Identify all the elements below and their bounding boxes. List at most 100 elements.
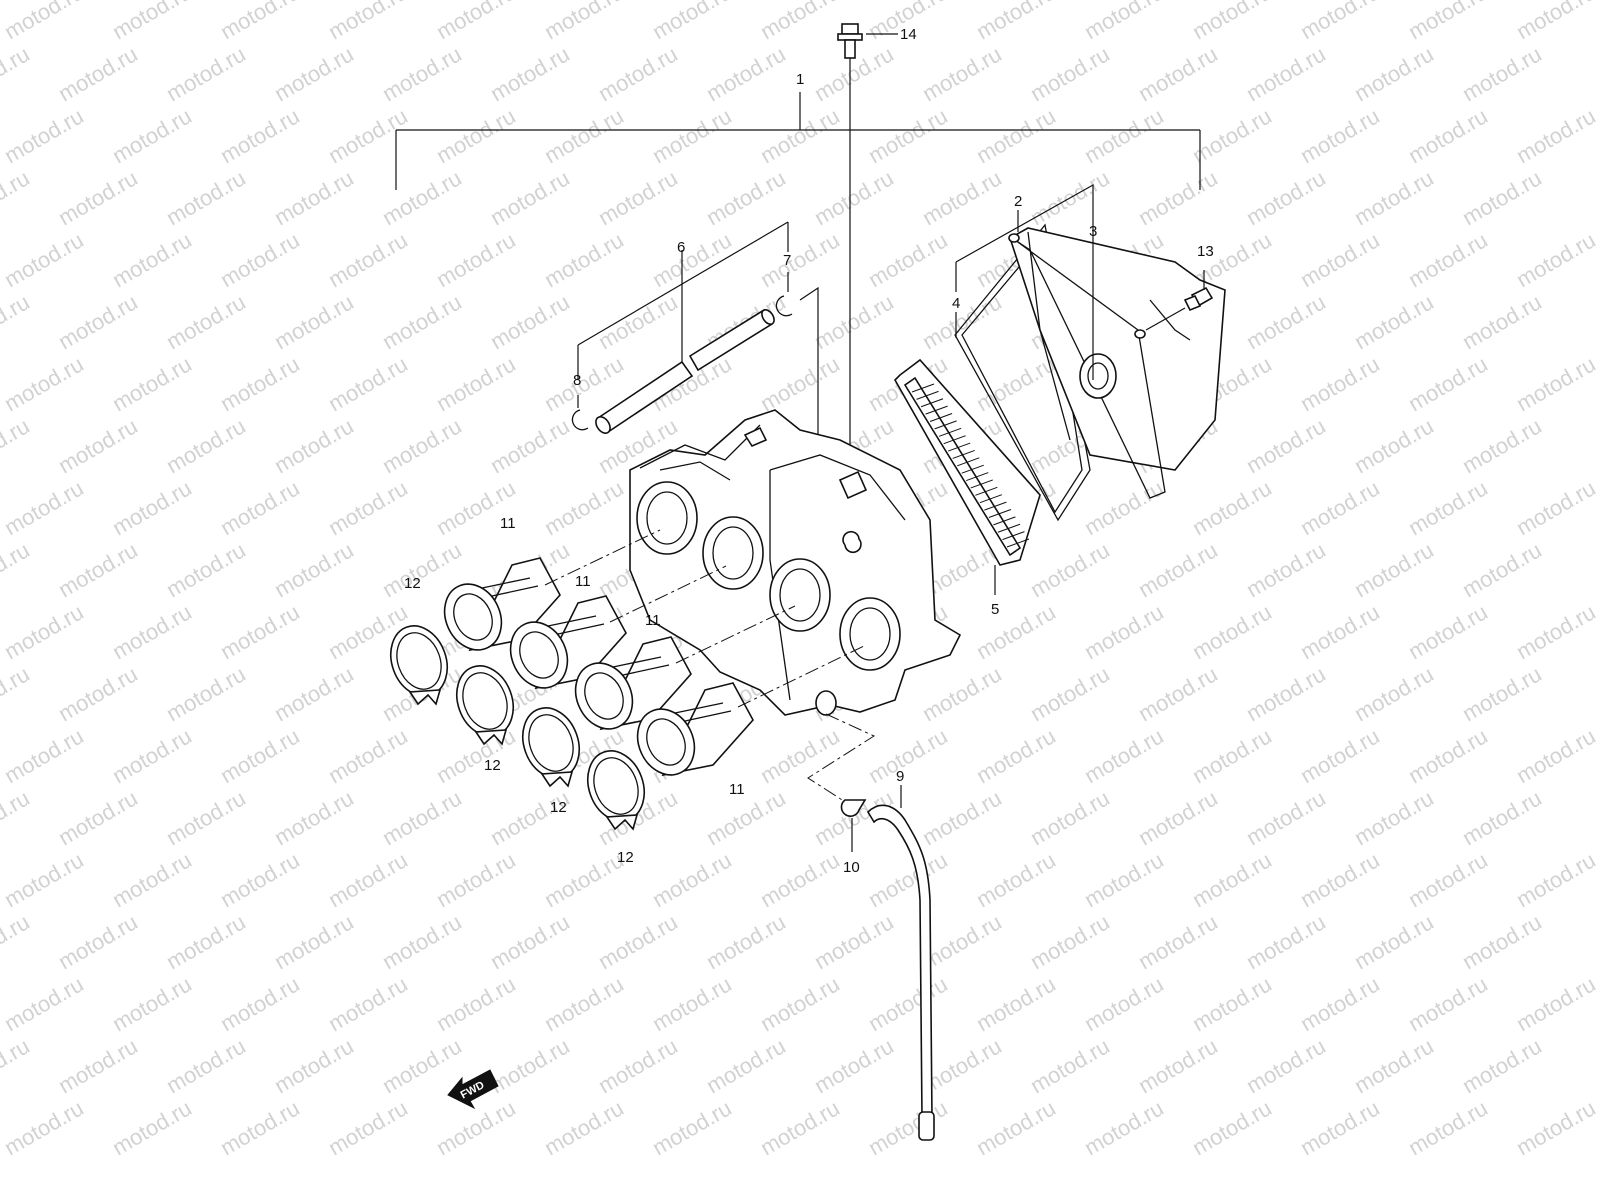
watermark-text: motod.ru — [702, 165, 790, 230]
watermark-text: motod.ru — [432, 847, 520, 912]
watermark-text: motod.ru — [1080, 599, 1168, 664]
watermark-text: motod.ru — [594, 289, 682, 354]
watermark-text: motod.ru — [0, 41, 34, 106]
callout-13: 13 — [1197, 243, 1214, 260]
watermark-text: motod.ru — [972, 971, 1060, 1036]
watermark-text: motod.ru — [1350, 41, 1438, 106]
watermark-text: motod.ru — [972, 103, 1060, 168]
callout-11-a: 11 — [500, 515, 516, 532]
watermark-text: motod.ru — [540, 847, 628, 912]
callout-9: 9 — [896, 768, 904, 785]
watermark-text: motod.ru — [108, 103, 196, 168]
callout-8: 8 — [573, 372, 581, 389]
watermark-text: motod.ru — [972, 351, 1060, 416]
watermark-text: motod.ru — [432, 971, 520, 1036]
watermark-text: motod.ru — [270, 909, 358, 974]
watermark-text: motod.ru — [1296, 971, 1384, 1036]
watermark-text: motod.ru — [918, 785, 1006, 850]
watermark-text: motod.ru — [756, 0, 844, 44]
watermark-text: motod.ru — [1134, 41, 1222, 106]
watermark-text: motod.ru — [54, 537, 142, 602]
callout-4: 4 — [952, 295, 960, 312]
watermark-text: motod.ru — [864, 1095, 952, 1160]
watermark-text: motod.ru — [972, 1095, 1060, 1160]
watermark-text: motod.ru — [1350, 289, 1438, 354]
watermark-text: motod.ru — [1458, 1033, 1546, 1098]
watermark-text: motod.ru — [918, 41, 1006, 106]
callout-3: 3 — [1089, 223, 1097, 240]
watermark-text: motod.ru — [1512, 475, 1600, 540]
watermark-text: motod.ru — [0, 0, 88, 44]
watermark-text: motod.ru — [324, 351, 412, 416]
watermark-text: motod.ru — [756, 971, 844, 1036]
watermark-text: motod.ru — [324, 1095, 412, 1160]
watermark-text: motod.ru — [540, 0, 628, 44]
watermark-text: motod.ru — [1404, 971, 1492, 1036]
grille-slat — [979, 494, 1003, 504]
watermark-text: motod.ru — [810, 909, 898, 974]
watermark-text: motod.ru — [108, 351, 196, 416]
watermark-text: motod.ru — [324, 847, 412, 912]
watermark-text: motod.ru — [162, 1033, 250, 1098]
grille-slat — [961, 464, 984, 474]
watermark-text: motod.ru — [1188, 103, 1276, 168]
watermark-text: motod.ru — [108, 1095, 196, 1160]
watermark-text: motod.ru — [810, 1033, 898, 1098]
watermark-text: motod.ru — [486, 1033, 574, 1098]
watermark-text: motod.ru — [540, 1095, 628, 1160]
grille-slat — [988, 509, 1012, 518]
watermark-text: motod.ru — [216, 351, 304, 416]
watermark-text: motod.ru — [216, 103, 304, 168]
watermark-text: motod.ru — [648, 0, 736, 44]
watermark-text: motod.ru — [0, 351, 88, 416]
watermark-text: motod.ru — [1188, 847, 1276, 912]
watermark-text: motod.ru — [540, 227, 628, 292]
watermark-text: motod.ru — [756, 351, 844, 416]
watermark-text: motod.ru — [162, 909, 250, 974]
watermark-text: motod.ru — [108, 599, 196, 664]
watermark-text: motod.ru — [324, 227, 412, 292]
assembly-bracket — [395, 92, 1201, 190]
watermark-text: motod.ru — [1404, 351, 1492, 416]
watermark-text: motod.ru — [1242, 1033, 1330, 1098]
seal-gasket-4 — [954, 223, 1091, 522]
hose-clamp-8 — [571, 345, 589, 431]
grille-slat — [997, 523, 1021, 533]
watermark-text: motod.ru — [216, 0, 304, 44]
watermark-text: motod.ru — [324, 475, 412, 540]
watermark-text: motod.ru — [270, 165, 358, 230]
watermark-text: motod.ru — [216, 971, 304, 1036]
watermark-text: motod.ru — [378, 785, 466, 850]
watermark-text: motod.ru — [1134, 1033, 1222, 1098]
watermark-text: motod.ru — [270, 661, 358, 726]
bolt-14 — [837, 23, 898, 490]
watermark-text: motod.ru — [162, 661, 250, 726]
watermark-text: motod.ru — [108, 847, 196, 912]
watermark-text: motod.ru — [486, 165, 574, 230]
leader-2-3-4 — [955, 183, 1094, 380]
watermark-text: motod.ru — [1404, 1095, 1492, 1160]
watermark-text: motod.ru — [972, 847, 1060, 912]
grille-slat — [916, 390, 939, 400]
intake-joint-11-a — [443, 557, 561, 652]
grille-slat — [1006, 538, 1030, 548]
watermark-text: motod.ru — [1350, 785, 1438, 850]
watermark-text: motod.ru — [1026, 1033, 1114, 1098]
callout-12-d: 12 — [617, 849, 634, 866]
watermark-text: motod.ru — [756, 227, 844, 292]
watermark-text: motod.ru — [756, 847, 844, 912]
leader-6-7-8 — [577, 221, 789, 346]
grille-slat — [993, 516, 1016, 526]
watermark-text: motod.ru — [1296, 475, 1384, 540]
watermark-text: motod.ru — [702, 1033, 790, 1098]
watermark-text: motod.ru — [1296, 0, 1384, 44]
watermark-text: motod.ru — [162, 413, 250, 478]
watermark-text: motod.ru — [810, 289, 898, 354]
grille-slat — [934, 420, 957, 430]
watermark-text: motod.ru — [1188, 599, 1276, 664]
grille-slat — [925, 405, 948, 415]
watermark-text: motod.ru — [378, 413, 466, 478]
watermark-text: motod.ru — [1404, 0, 1492, 44]
watermark-text: motod.ru — [1350, 537, 1438, 602]
